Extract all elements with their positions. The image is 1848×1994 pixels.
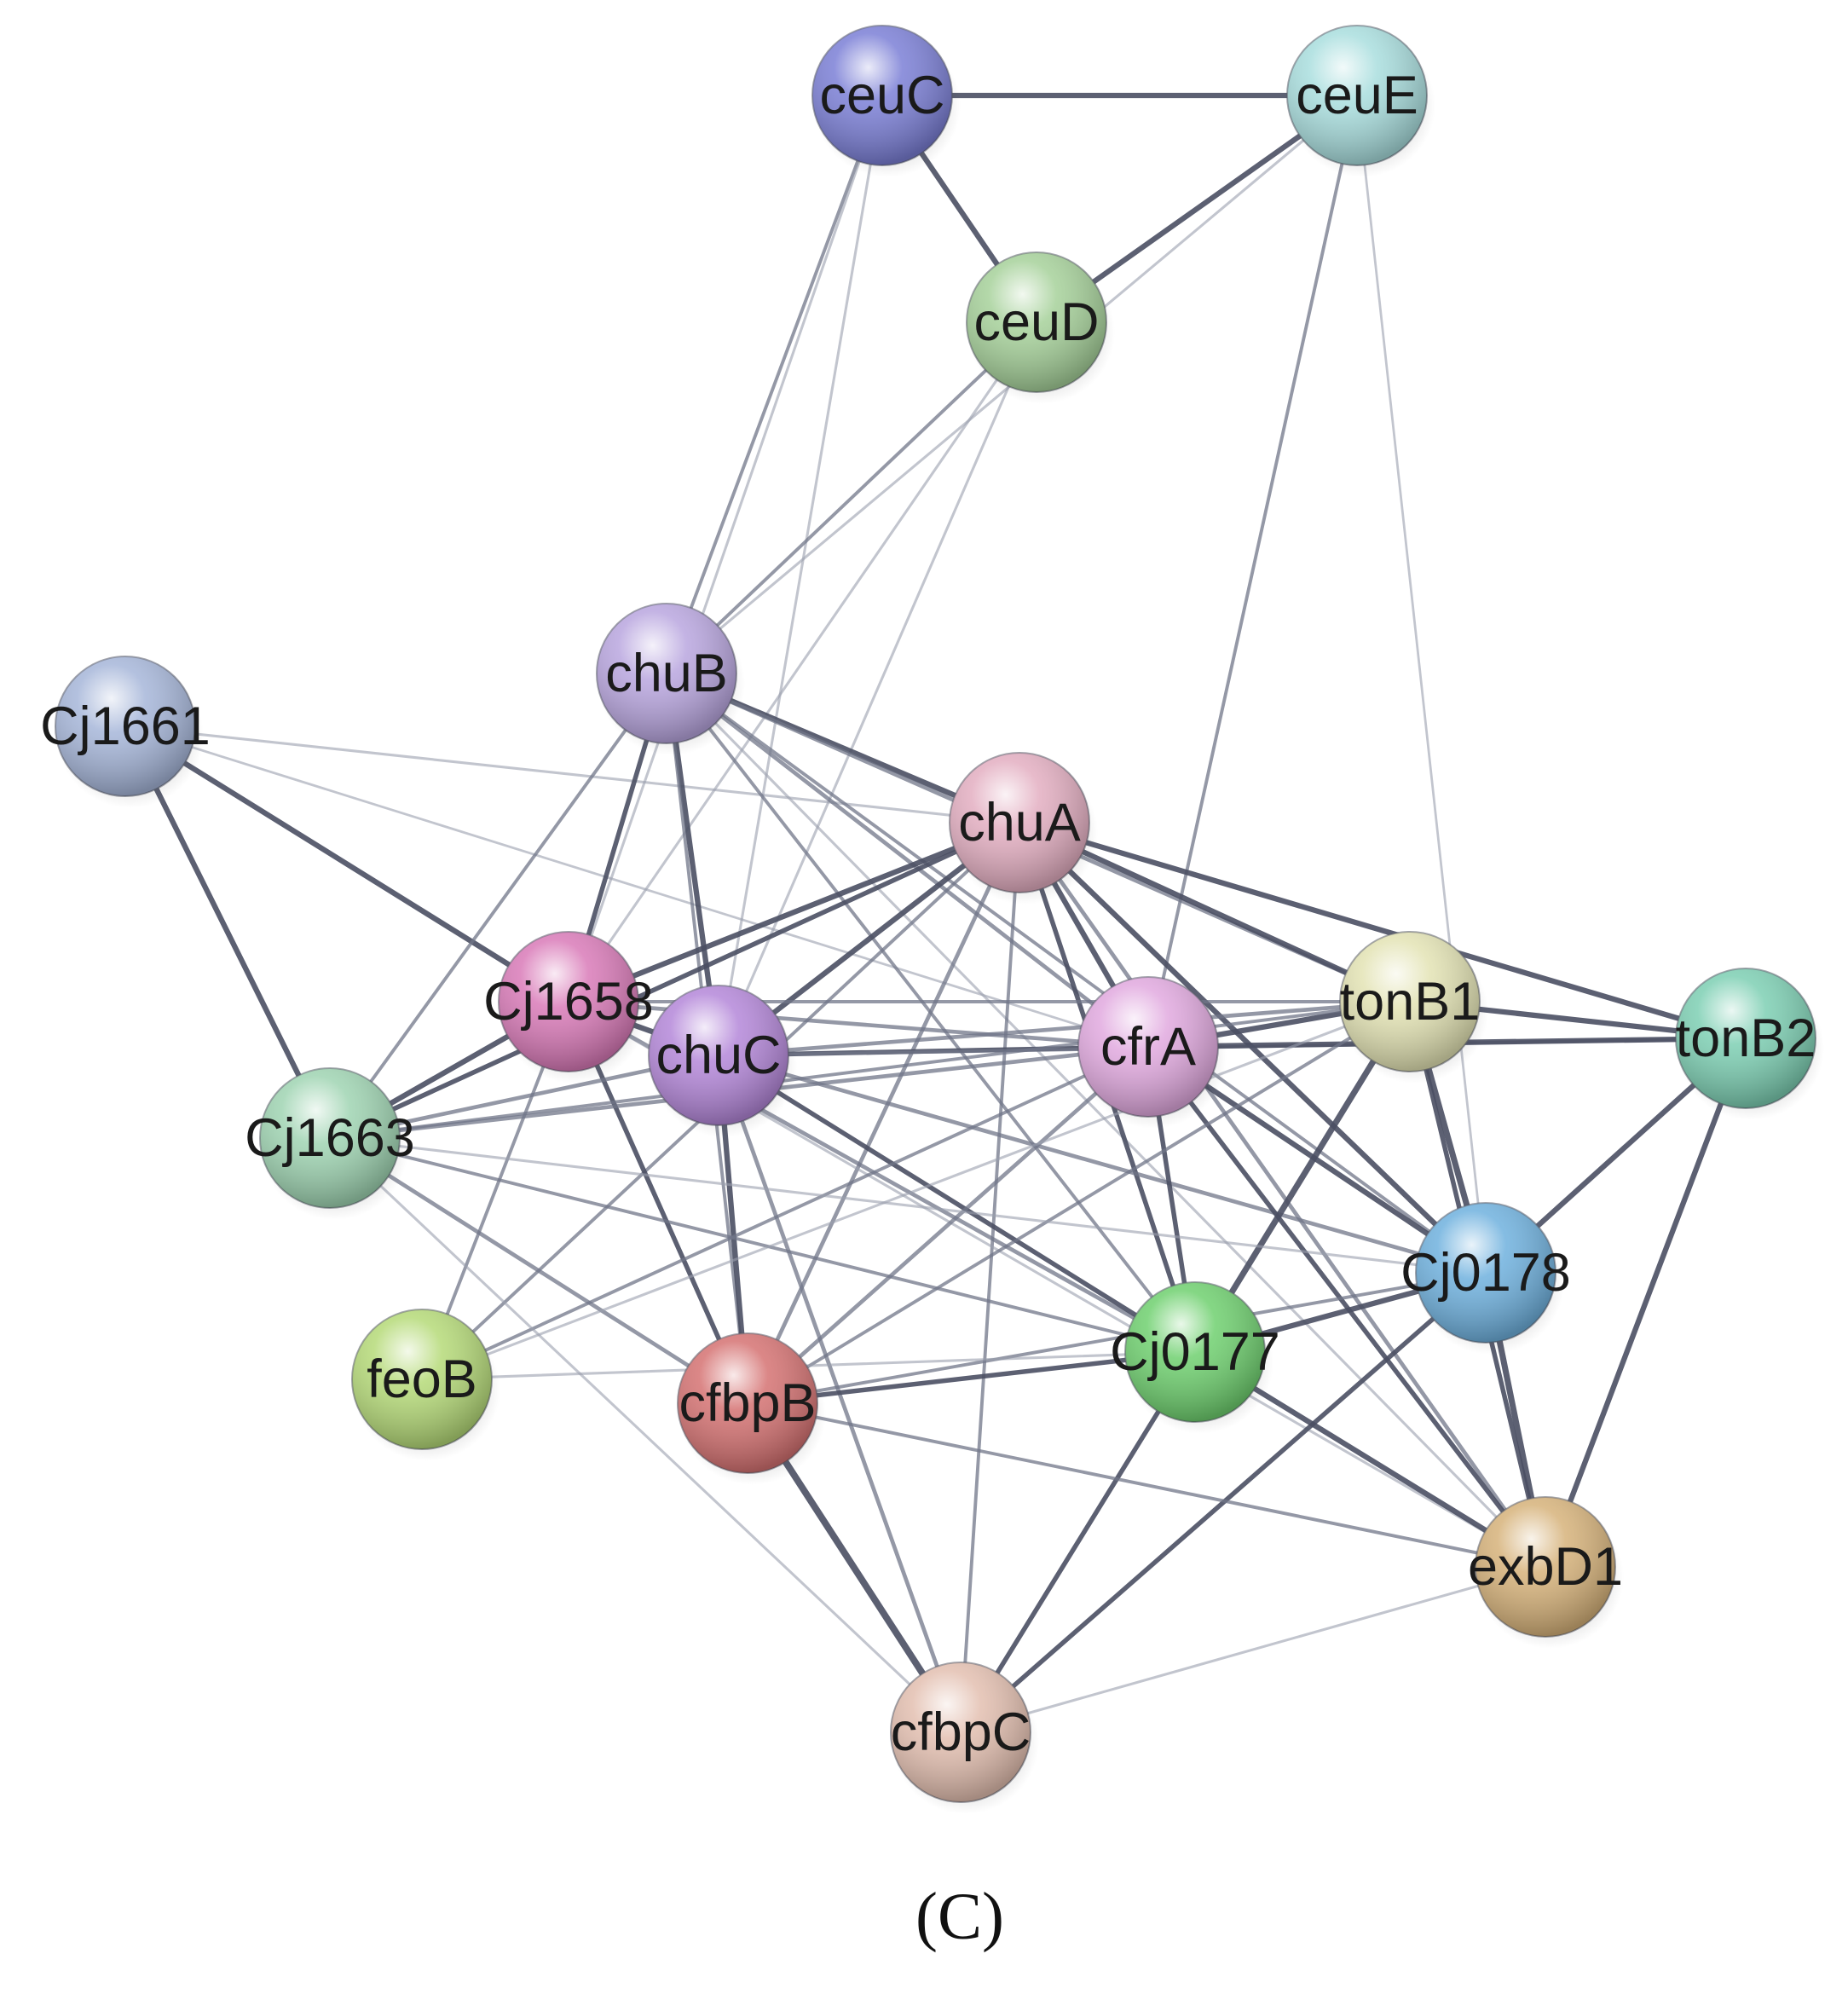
node-label: cfbpB bbox=[679, 1373, 816, 1433]
node-sheen bbox=[1078, 977, 1218, 1117]
node-ceuE[interactable]: ceuE bbox=[1286, 25, 1435, 177]
node-sheen bbox=[812, 26, 952, 165]
edge-chuB-exbD1 bbox=[665, 672, 1547, 1569]
edge-chuB-Cj0178 bbox=[665, 672, 1487, 1274]
node-label: Cj1658 bbox=[483, 972, 654, 1032]
node-chuB[interactable]: chuB bbox=[596, 603, 745, 755]
edge-chuA-cfbpB bbox=[745, 820, 1022, 1406]
edge-ceuE-cfrA bbox=[1146, 94, 1359, 1049]
edge-Cj1663-tonB1 bbox=[328, 1000, 1412, 1140]
node-label: Cj0177 bbox=[1110, 1322, 1280, 1382]
node-Cj1661[interactable]: Cj1661 bbox=[40, 656, 211, 808]
edge-feoB-tonB1 bbox=[420, 1000, 1412, 1381]
node-cfbpB[interactable]: cfbpB bbox=[677, 1332, 826, 1485]
node-label: cfbpC bbox=[891, 1702, 1031, 1762]
edge-ceuE-Cj0178 bbox=[1355, 94, 1487, 1274]
edge-exbD1-cfbpC bbox=[959, 1565, 1547, 1734]
node-sheen bbox=[1476, 1497, 1615, 1637]
edge-chuA-tonB2 bbox=[1016, 819, 1749, 1042]
node-label: ceuD bbox=[973, 292, 1099, 352]
edges-layer bbox=[122, 92, 1749, 1736]
node-tonB2[interactable]: tonB2 bbox=[1675, 968, 1824, 1120]
edge-chuA-exbD1 bbox=[1017, 820, 1548, 1569]
edge-chuB-Cj1663 bbox=[328, 672, 668, 1140]
node-exbD1[interactable]: exbD1 bbox=[1468, 1496, 1624, 1649]
edge-chuC-tonB1 bbox=[716, 999, 1412, 1058]
edge-ceuD-chuC bbox=[717, 321, 1038, 1057]
node-Cj1663[interactable]: Cj1663 bbox=[245, 1067, 415, 1220]
edge-ceuC-Cj1658 bbox=[567, 94, 884, 1003]
edge-ceuD-chuB bbox=[665, 321, 1038, 675]
node-label: Cj1661 bbox=[40, 696, 211, 756]
edge-Cj1661-cfrA bbox=[124, 725, 1150, 1049]
node-label: feoB bbox=[367, 1350, 477, 1409]
node-label: chuB bbox=[605, 644, 728, 703]
edge-ceuC-chuB bbox=[665, 94, 884, 675]
node-sheen bbox=[967, 252, 1106, 392]
node-feoB[interactable]: feoB bbox=[351, 1309, 500, 1461]
edge-Cj0178-cfbpC bbox=[958, 1270, 1488, 1735]
edge-Cj1661-chuA bbox=[124, 725, 1021, 824]
node-label: tonB1 bbox=[1340, 972, 1481, 1032]
node-label: exbD1 bbox=[1468, 1537, 1623, 1597]
edge-tonB2-exbD1 bbox=[1542, 1035, 1749, 1570]
node-tonB1[interactable]: tonB1 bbox=[1339, 931, 1488, 1084]
edge-tonB1-cfbpB bbox=[746, 1000, 1412, 1405]
node-Cj0178[interactable]: Cj0178 bbox=[1400, 1202, 1571, 1355]
node-Cj0177[interactable]: Cj0177 bbox=[1110, 1281, 1280, 1434]
edge-Cj0177-feoB bbox=[420, 1350, 1197, 1381]
node-sheen bbox=[1676, 968, 1816, 1108]
node-sheen bbox=[352, 1309, 492, 1449]
edge-Cj0178-Cj1663 bbox=[328, 1136, 1487, 1274]
node-label: chuA bbox=[958, 793, 1081, 853]
edge-chuA-Cj1658 bbox=[565, 819, 1023, 1005]
edge-Cj1661-Cj1658 bbox=[122, 723, 572, 1005]
node-label: Cj1663 bbox=[245, 1108, 415, 1168]
edge-cfrA-cfbpB bbox=[745, 1044, 1151, 1406]
edge-cfrA-exbD1 bbox=[1146, 1044, 1548, 1569]
edge-Cj1663-cfbpC bbox=[328, 1136, 962, 1734]
node-chuA[interactable]: chuA bbox=[949, 752, 1098, 905]
node-label: cfrA bbox=[1100, 1017, 1196, 1077]
node-sheen bbox=[597, 604, 736, 743]
node-sheen bbox=[1340, 932, 1480, 1072]
panel-label: (C) bbox=[915, 1879, 1004, 1953]
node-label: tonB2 bbox=[1676, 1009, 1816, 1068]
node-label: Cj0178 bbox=[1400, 1243, 1571, 1303]
node-sheen bbox=[891, 1662, 1031, 1802]
edge-Cj0177-Cj1663 bbox=[328, 1136, 1197, 1354]
node-label: ceuE bbox=[1296, 66, 1418, 125]
edge-chuA-Cj1663 bbox=[327, 820, 1022, 1141]
node-sheen bbox=[649, 985, 788, 1125]
edge-chuA-cfbpC bbox=[959, 821, 1021, 1734]
node-sheen bbox=[55, 656, 195, 796]
edge-chuB-cfrA bbox=[664, 671, 1151, 1049]
node-chuC[interactable]: chuC bbox=[648, 985, 797, 1137]
node-cfrA[interactable]: cfrA bbox=[1077, 976, 1227, 1129]
node-sheen bbox=[1125, 1282, 1265, 1422]
node-sheen bbox=[678, 1333, 817, 1473]
node-label: ceuC bbox=[819, 66, 944, 125]
node-sheen bbox=[260, 1068, 400, 1208]
edge-cfrA-feoB bbox=[420, 1045, 1150, 1381]
edge-chuC-Cj0178 bbox=[716, 1053, 1488, 1275]
node-label: chuC bbox=[655, 1026, 781, 1085]
edge-chuC-Cj0177 bbox=[716, 1053, 1198, 1355]
node-ceuD[interactable]: ceuD bbox=[966, 251, 1115, 404]
edge-ceuC-chuC bbox=[717, 94, 884, 1057]
edge-Cj0178-cfbpB bbox=[746, 1271, 1487, 1405]
edge-cfbpB-exbD1 bbox=[746, 1402, 1547, 1569]
node-sheen bbox=[499, 932, 638, 1072]
node-ceuC[interactable]: ceuC bbox=[811, 25, 961, 177]
node-Cj1658[interactable]: Cj1658 bbox=[483, 931, 654, 1084]
node-sheen bbox=[1287, 26, 1427, 165]
node-sheen bbox=[950, 753, 1089, 893]
node-cfbpC[interactable]: cfbpC bbox=[890, 1662, 1039, 1814]
node-sheen bbox=[1416, 1203, 1556, 1343]
